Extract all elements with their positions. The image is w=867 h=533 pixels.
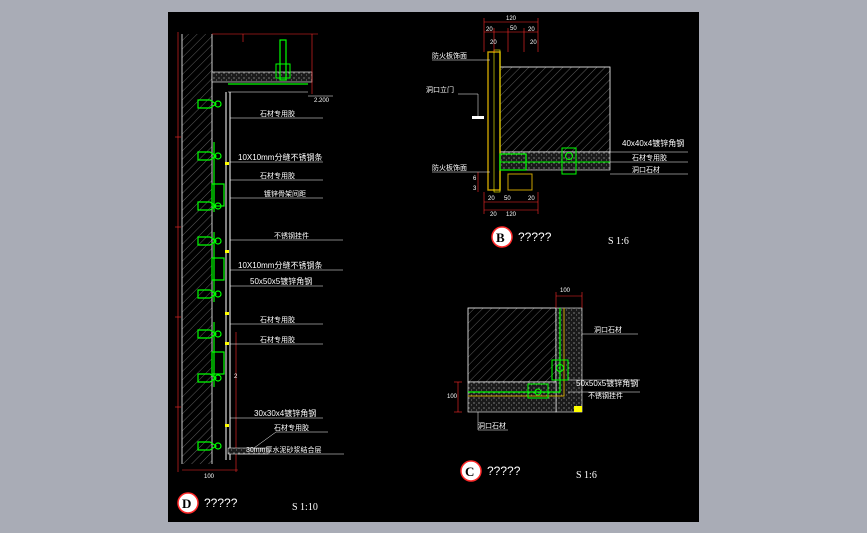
leaders-c bbox=[477, 333, 640, 431]
elevation-mark: 2.200 bbox=[314, 98, 330, 104]
dim-bottom-d: 100 bbox=[204, 474, 215, 480]
label-d-6: 50x50x5镀锌角钢 bbox=[250, 276, 312, 286]
detail-c-title: ????? bbox=[487, 464, 521, 478]
label-d-9: 30x30x4镀锌角钢 bbox=[254, 408, 316, 418]
detail-b-title: ????? bbox=[518, 230, 552, 244]
label-d-11: 30mm厚水泥砂浆结合层 bbox=[246, 445, 321, 454]
label-c-1: 50x50x5镀锌角钢 bbox=[576, 378, 638, 388]
dim-b-top-3: 20 bbox=[528, 27, 535, 33]
dim-b-top-1: 20 bbox=[486, 27, 493, 33]
label-d-8: 石材专用胶 bbox=[260, 335, 295, 344]
leaders-b bbox=[432, 59, 688, 175]
detail-b: 120 20 50 20 20 20 20 50 20 120 20 6 3 防… bbox=[426, 16, 688, 248]
detail-c-scale: S 1:6 bbox=[576, 470, 597, 481]
dim-b-bot-0: 20 bbox=[488, 196, 495, 202]
dim-b-top-2: 50 bbox=[510, 26, 517, 32]
label-d-10: 石材专用胶 bbox=[274, 423, 309, 432]
detail-c: 100 100 洞口石材 50x50x5镀锌角钢 不锈钢挂件 洞口石材 C ??… bbox=[447, 288, 640, 482]
label-d-5: 10X10mm分缝不锈钢条 bbox=[238, 260, 322, 270]
dim-b-bot-4: 20 bbox=[490, 212, 497, 218]
detail-b-scale: S 1:6 bbox=[608, 236, 629, 247]
detail-d-title: ????? bbox=[204, 496, 238, 510]
label-b-3: 40x40x4镀锌角钢 bbox=[622, 138, 684, 148]
label-d-4: 不锈钢挂件 bbox=[274, 231, 309, 240]
wall-hatch bbox=[182, 34, 212, 464]
label-d-7: 石材专用胶 bbox=[260, 315, 295, 324]
dim-b-bot-2: 20 bbox=[528, 196, 535, 202]
detail-d: 2.200 bbox=[175, 32, 344, 514]
dim-b-bot-1: 50 bbox=[504, 196, 511, 202]
detail-c-badge-circle bbox=[460, 460, 482, 482]
stone-block-b bbox=[499, 66, 611, 153]
label-b-0: 防火板饰面 bbox=[432, 51, 467, 60]
dim-lines-c bbox=[454, 292, 583, 413]
label-b-4: 石材专用胶 bbox=[632, 153, 667, 162]
detail-d-badge-circle bbox=[177, 492, 199, 514]
dim-side-d: 2 bbox=[234, 374, 238, 380]
label-d-2: 石材专用胶 bbox=[260, 171, 295, 180]
detail-b-badge-circle bbox=[491, 226, 513, 248]
dim-lines-b bbox=[477, 18, 539, 214]
steel-brackets bbox=[197, 99, 225, 451]
door-leader-mark bbox=[472, 116, 484, 119]
dim-b-top-4: 20 bbox=[490, 40, 497, 46]
detail-b-badge: B bbox=[496, 230, 505, 245]
leaders-d bbox=[230, 117, 344, 455]
label-d-1: 10X10mm分缝不锈钢条 bbox=[238, 152, 322, 162]
stone-block-c bbox=[467, 307, 557, 383]
dim-c-left: 100 bbox=[447, 394, 458, 400]
joint-c bbox=[574, 406, 582, 412]
label-c-2: 不锈钢挂件 bbox=[588, 391, 623, 400]
label-d-0: 石材专用胶 bbox=[260, 109, 295, 118]
dim-b-left-1: 3 bbox=[473, 186, 477, 192]
joint-marks bbox=[225, 162, 229, 427]
dim-b-bot-3: 120 bbox=[506, 212, 517, 218]
label-b-5: 洞口石材 bbox=[632, 165, 660, 174]
dim-b-top-0: 120 bbox=[506, 16, 517, 22]
label-b-2: 防火板饰面 bbox=[432, 163, 467, 172]
dim-c-top: 100 bbox=[560, 288, 571, 294]
label-d-3: 镀锌骨架间距 bbox=[264, 189, 306, 198]
detail-d-scale: S 1:10 bbox=[292, 502, 318, 513]
label-c-3: 洞口石材 bbox=[478, 421, 506, 430]
label-b-1: 洞口立门 bbox=[426, 85, 454, 94]
dim-b-top-5: 20 bbox=[530, 40, 537, 46]
dim-b-left-0: 6 bbox=[473, 176, 477, 182]
label-c-0: 洞口石材 bbox=[594, 325, 622, 334]
detail-c-badge: C bbox=[465, 464, 474, 479]
detail-d-badge: D bbox=[182, 496, 191, 511]
drawing-sheet: 2.200 bbox=[168, 12, 699, 522]
cad-drawing: 2.200 bbox=[175, 16, 688, 514]
